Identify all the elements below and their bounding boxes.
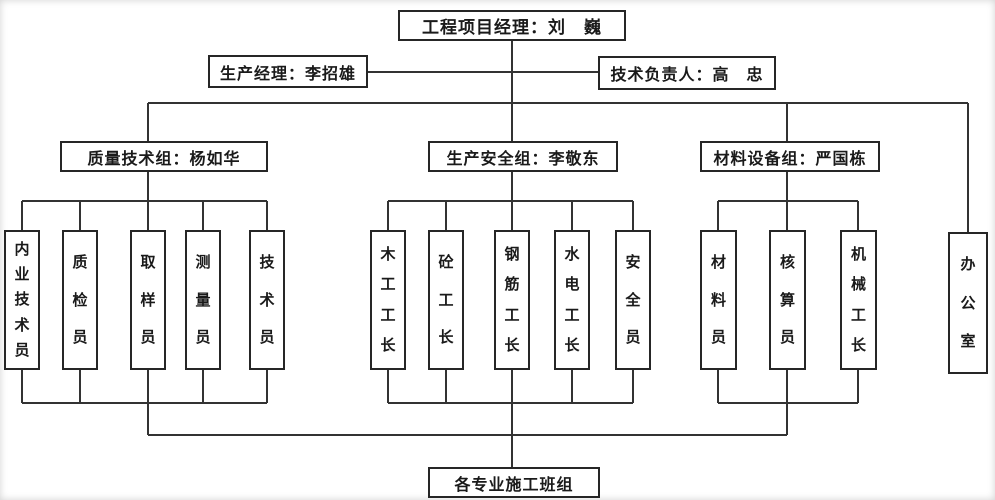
role-label: 测量员 bbox=[195, 252, 211, 347]
quality-tech-group-box: 质量技术组：杨如华 bbox=[60, 141, 268, 172]
technical-director-box: 技术负责人：高 忠 bbox=[598, 56, 776, 90]
role-box-shuidian-gongzhang: 水电工长 bbox=[554, 230, 590, 370]
role-label: 木工工长 bbox=[380, 245, 396, 354]
role-label: 砼工长 bbox=[438, 252, 454, 347]
project-manager-box: 工程项目经理：刘 巍 bbox=[398, 10, 626, 41]
role-label: 取样员 bbox=[140, 252, 156, 347]
role-box-celiangyuan: 测量员 bbox=[185, 230, 221, 370]
construction-teams-box: 各专业施工班组 bbox=[428, 467, 600, 498]
production-manager-box: 生产经理：李招雄 bbox=[208, 55, 368, 88]
role-label: 水电工长 bbox=[564, 245, 580, 354]
office-label: 办公室 bbox=[960, 255, 976, 350]
role-label: 安全员 bbox=[625, 252, 641, 347]
role-label: 质检员 bbox=[72, 252, 88, 347]
role-box-gangjin-gongzhang: 钢筋工长 bbox=[494, 230, 530, 370]
role-label: 材料员 bbox=[710, 252, 726, 347]
role-box-tonggong-gongzhang: 砼工长 bbox=[428, 230, 464, 370]
role-label: 核算员 bbox=[779, 252, 795, 347]
role-box-jixie-gongzhang: 机械工长 bbox=[840, 230, 877, 370]
role-box-cailiaoyuan: 材料员 bbox=[700, 230, 737, 370]
role-box-hesuanyuan: 核算员 bbox=[769, 230, 806, 370]
role-label: 机械工长 bbox=[850, 245, 866, 354]
role-box-jishuyuan: 技术员 bbox=[249, 230, 285, 370]
role-box-zhijianyuan: 质检员 bbox=[62, 230, 98, 370]
material-equipment-group-box: 材料设备组：严国栋 bbox=[700, 141, 880, 172]
role-box-quyangyuan: 取样员 bbox=[130, 230, 166, 370]
role-box-anquanyuan: 安全员 bbox=[615, 230, 651, 370]
production-safety-group-box: 生产安全组：李敬东 bbox=[428, 141, 618, 172]
role-label: 内业技术员 bbox=[14, 240, 30, 359]
role-label: 技术员 bbox=[259, 252, 275, 347]
role-label: 钢筋工长 bbox=[504, 245, 520, 354]
role-box-neiye-jishuyuan: 内业技术员 bbox=[4, 230, 40, 370]
role-box-mugong-gongzhang: 木工工长 bbox=[370, 230, 406, 370]
office-box: 办公室 bbox=[948, 232, 988, 374]
